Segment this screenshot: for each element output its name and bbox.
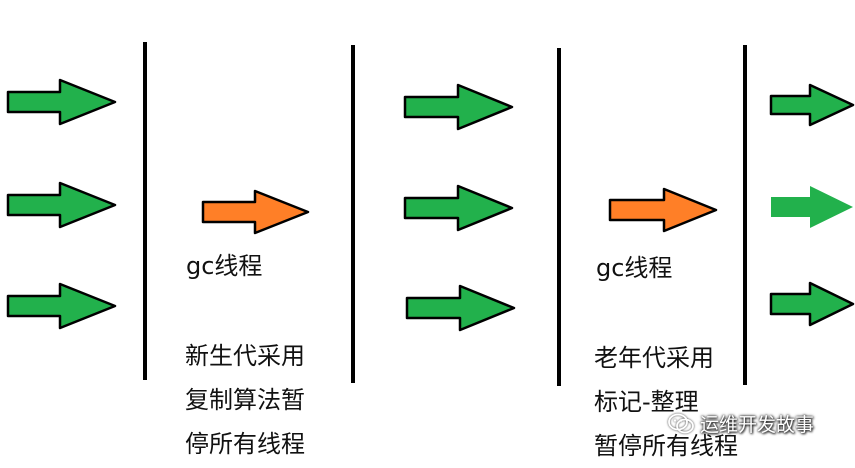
- young-gen-line-3: 停所有线程: [185, 430, 305, 458]
- watermark-text: 运维开发故事: [700, 414, 815, 436]
- wechat-icon: [668, 413, 694, 433]
- old-gen-line-3: 暂停所有线程: [594, 432, 738, 460]
- gc-thread-arrow: [201, 189, 310, 235]
- app-thread-arrow: [6, 282, 117, 330]
- watermark: 运维开发故事: [668, 410, 814, 437]
- gc-thread-label: gc线程: [596, 246, 672, 290]
- gc-thread-label-text: gc线程: [186, 252, 263, 280]
- app-thread-arrow: [769, 83, 855, 127]
- app-thread-arrow: [6, 78, 117, 126]
- app-thread-arrow: [769, 281, 855, 327]
- app-thread-arrow: [403, 184, 514, 232]
- old-gen-description: 老年代采用 标记-整理 暂停所有线程: [594, 336, 738, 468]
- gc-thread-arrow: [608, 187, 718, 233]
- old-gen-line-1: 老年代采用: [594, 344, 714, 372]
- app-thread-arrow: [6, 181, 117, 229]
- app-thread-arrow: [405, 284, 516, 332]
- app-thread-arrow: [403, 83, 514, 131]
- gc-thread-label-text: gc线程: [596, 254, 673, 282]
- gc-thread-label: gc线程: [186, 244, 262, 288]
- young-gen-line-1: 新生代采用: [185, 342, 305, 370]
- app-thread-arrow: [771, 186, 853, 228]
- old-gen-line-2: 标记-整理: [594, 388, 699, 416]
- young-gen-description: 新生代采用 复制算法暂 停所有线程: [185, 334, 305, 466]
- young-gen-line-2: 复制算法暂: [185, 386, 305, 414]
